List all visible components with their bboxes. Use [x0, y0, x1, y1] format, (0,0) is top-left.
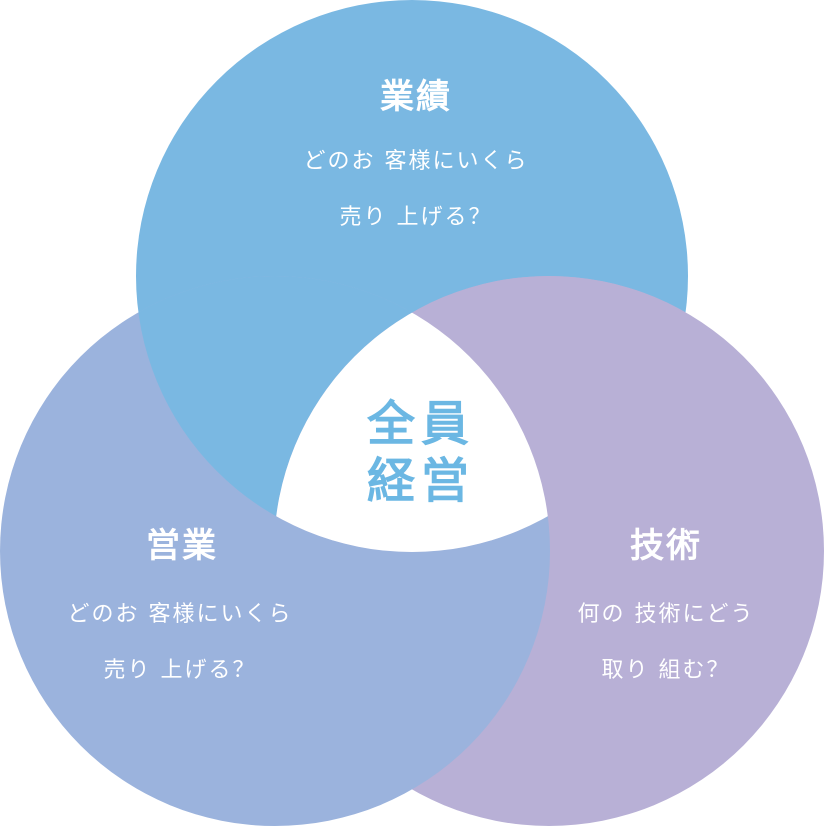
left-circle-line1: どのお 客様にいくら	[68, 602, 293, 627]
top-circle-line1: どのお 客様にいくら	[304, 149, 529, 174]
center-line1: 全員	[366, 396, 475, 452]
right-circle-title: 技術	[630, 526, 702, 566]
left-circle-line2: 売り 上げる？	[104, 658, 257, 683]
top-circle-line2: 売り 上げる？	[340, 205, 493, 230]
right-circle-line1: 何の 技術にどう	[578, 602, 755, 627]
right-circle-line2: 取り 組む？	[602, 658, 731, 683]
center-line2: 経営	[367, 453, 475, 509]
left-circle-title: 営業	[146, 526, 218, 566]
top-circle-title: 業績	[380, 77, 452, 117]
